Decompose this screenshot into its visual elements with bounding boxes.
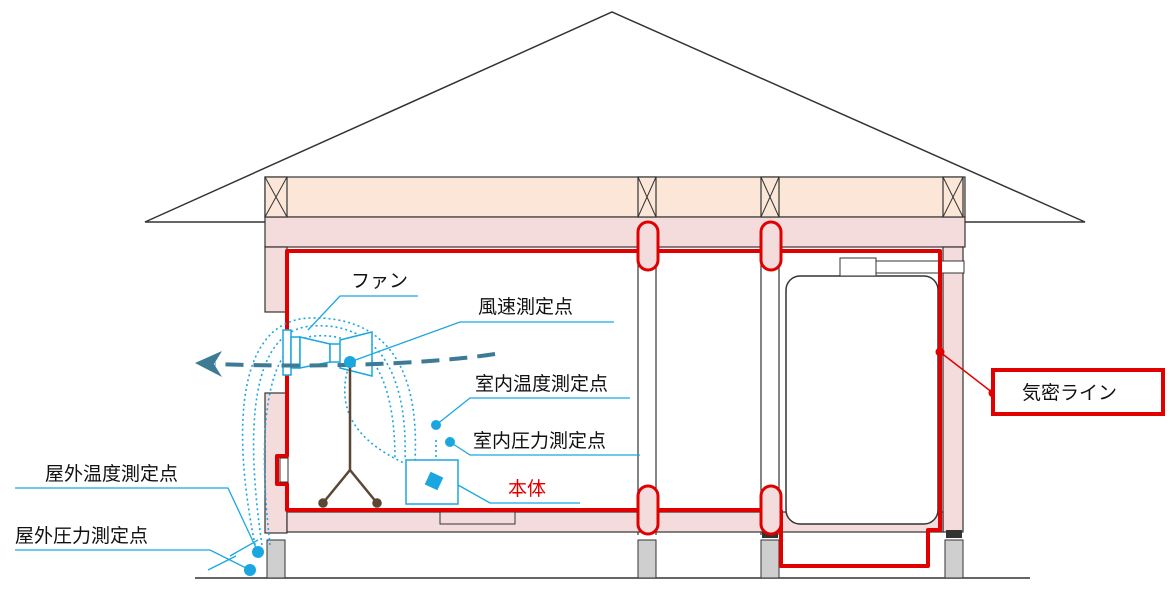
foundations xyxy=(266,530,964,579)
outdoor-temp-point-label: 屋外温度測定点 xyxy=(45,463,178,485)
wind-speed-point-label: 風速測定点 xyxy=(478,296,573,318)
interior-column-2 xyxy=(760,176,780,535)
main-unit-label: 本体 xyxy=(508,478,546,500)
fan-assembly xyxy=(282,329,373,377)
indoor-temp-point-label: 室内温度測定点 xyxy=(475,373,608,395)
main-unit xyxy=(405,459,459,505)
interior-column-1 xyxy=(637,176,657,535)
person-figure xyxy=(318,362,382,508)
fan-label: ファン xyxy=(351,270,408,292)
airtight-callout xyxy=(935,347,1165,416)
outdoor-pressure-point-label: 屋外圧力測定点 xyxy=(15,525,148,547)
airtight-line xyxy=(275,249,942,568)
airflow-arrow-icon xyxy=(195,351,496,377)
ceiling-beam xyxy=(264,176,966,248)
right-wall xyxy=(942,246,964,533)
left-wall-upper xyxy=(264,246,288,313)
column-penetrations xyxy=(636,220,783,536)
indoor-pressure-point-label: 室内圧力測定点 xyxy=(473,430,606,452)
bathroom-unit xyxy=(785,257,965,525)
callout-leaders xyxy=(15,295,640,571)
airtight-line-label: 気密ライン xyxy=(1022,382,1117,404)
